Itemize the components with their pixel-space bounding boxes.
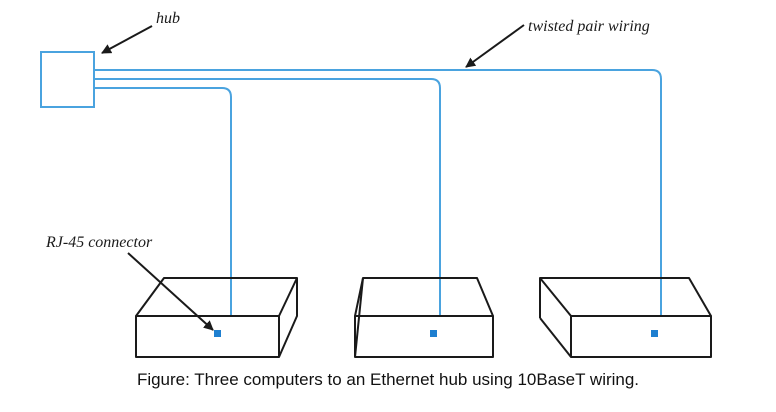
twisted-pair-label: twisted pair wiring: [528, 18, 650, 35]
rj45-label: RJ-45 connector: [45, 234, 153, 251]
wire-to-computer-1: [94, 87, 232, 335]
twisted-pair-wires: [94, 69, 662, 335]
rj45-connector-1: [214, 330, 221, 337]
hub-label-arrow: [101, 25, 153, 54]
rj45-label-arrow: [127, 252, 214, 331]
computer-3: [539, 277, 712, 358]
twisted-pair-label-arrow: [465, 24, 525, 68]
wire-to-computer-3: [94, 69, 662, 333]
figure-caption: Figure: Three computers to an Ethernet h…: [136, 370, 640, 389]
hub-label: hub: [156, 10, 180, 27]
computer-2: [354, 277, 494, 358]
hub-box: [40, 51, 95, 108]
rj45-connector-2: [430, 330, 437, 337]
rj45-connector-3: [651, 330, 658, 337]
computer-1: [135, 277, 298, 358]
wire-to-computer-2: [94, 78, 441, 333]
